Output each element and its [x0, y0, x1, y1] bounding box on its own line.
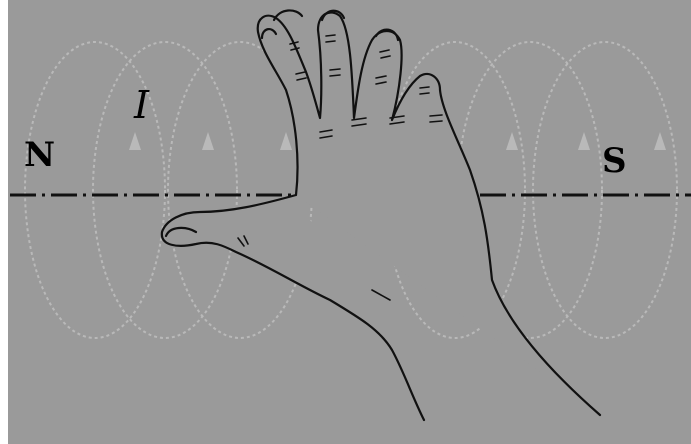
south-pole-label: S: [602, 144, 627, 178]
current-label: I: [134, 86, 149, 124]
north-pole-label: N: [24, 138, 55, 172]
